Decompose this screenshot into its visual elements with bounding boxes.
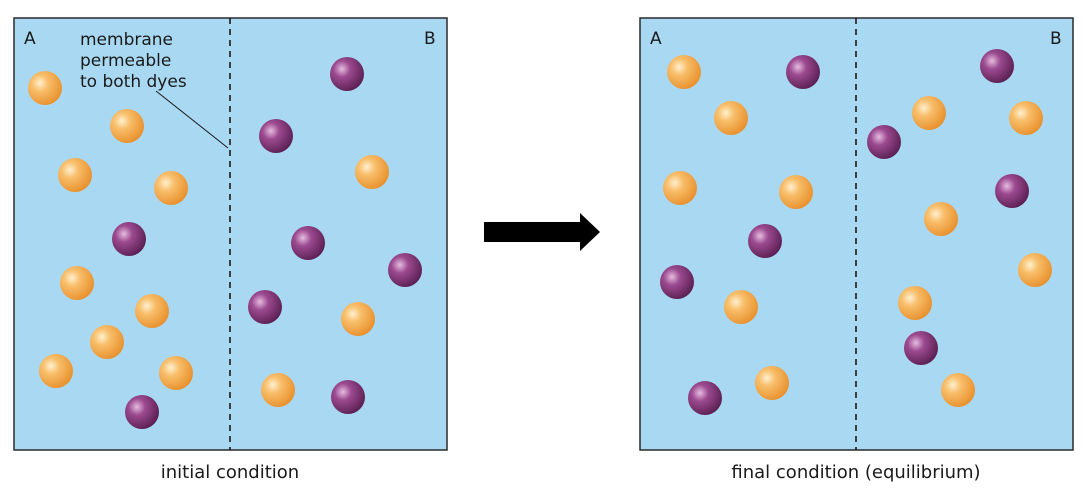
membrane-label-line-2: permeable: [80, 51, 171, 71]
orange-dye-molecule: [1018, 253, 1052, 287]
orange-dye-molecule: [924, 202, 958, 236]
purple-dye-molecule: [688, 381, 722, 415]
orange-dye-molecule: [58, 158, 92, 192]
orange-dye-molecule: [39, 354, 73, 388]
purple-dye-molecule: [248, 290, 282, 324]
purple-dye-molecule: [331, 380, 365, 414]
orange-dye-molecule: [779, 175, 813, 209]
purple-dye-molecule: [388, 253, 422, 287]
purple-dye-molecule: [112, 222, 146, 256]
purple-dye-molecule: [748, 224, 782, 258]
initial-caption: initial condition: [161, 462, 299, 483]
membrane-label-line-1: membrane: [80, 30, 173, 50]
purple-dye-molecule: [660, 265, 694, 299]
orange-dye-molecule: [110, 109, 144, 143]
orange-dye-molecule: [724, 290, 758, 324]
purple-dye-molecule: [867, 125, 901, 159]
orange-dye-molecule: [28, 71, 62, 105]
transition-arrow: [484, 213, 600, 251]
final-side-a-label: A: [650, 29, 662, 49]
purple-dye-molecule: [980, 49, 1014, 83]
purple-dye-molecule: [291, 226, 325, 260]
orange-dye-molecule: [1009, 101, 1043, 135]
final-caption: final condition (equilibrium): [731, 462, 980, 483]
orange-dye-molecule: [355, 155, 389, 189]
purple-dye-molecule: [904, 331, 938, 365]
purple-dye-molecule: [125, 395, 159, 429]
purple-dye-molecule: [330, 57, 364, 91]
orange-dye-molecule: [755, 366, 789, 400]
final-panel: A B: [639, 17, 1074, 451]
membrane-label-line-3: to both dyes: [80, 72, 187, 92]
orange-dye-molecule: [135, 294, 169, 328]
orange-dye-molecule: [667, 55, 701, 89]
orange-dye-molecule: [912, 96, 946, 130]
orange-dye-molecule: [898, 286, 932, 320]
purple-dye-molecule: [995, 174, 1029, 208]
purple-dye-molecule: [786, 55, 820, 89]
orange-dye-molecule: [341, 302, 375, 336]
orange-dye-molecule: [714, 101, 748, 135]
final-side-b-label: B: [1050, 29, 1062, 49]
orange-dye-molecule: [154, 171, 188, 205]
final-molecules: [660, 49, 1052, 415]
initial-side-b-label: B: [424, 29, 436, 49]
purple-dye-molecule: [259, 119, 293, 153]
membrane-label-leader: [155, 90, 229, 149]
orange-dye-molecule: [663, 171, 697, 205]
orange-dye-molecule: [60, 266, 94, 300]
orange-dye-molecule: [90, 325, 124, 359]
orange-dye-molecule: [159, 356, 193, 390]
orange-dye-molecule: [941, 373, 975, 407]
initial-molecules: [28, 57, 422, 429]
orange-dye-molecule: [261, 373, 295, 407]
initial-panel: A B membrane permeable to both dyes: [13, 17, 448, 451]
initial-side-a-label: A: [24, 29, 36, 49]
